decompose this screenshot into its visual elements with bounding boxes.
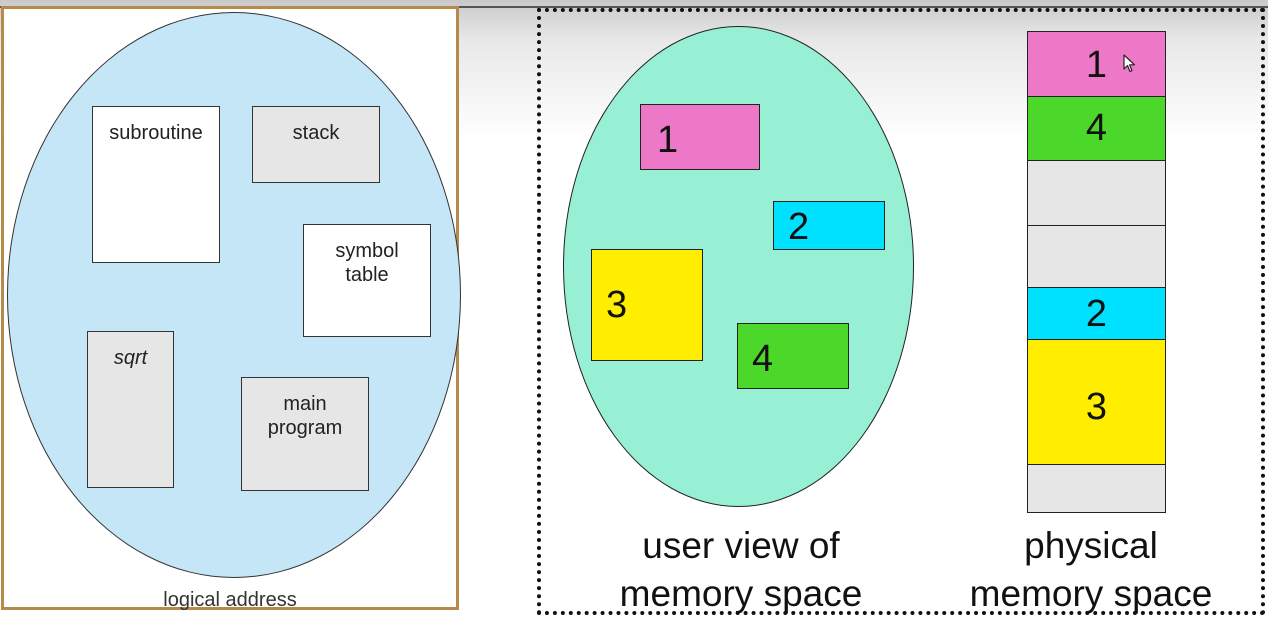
user-block-1: 1 [640, 104, 760, 170]
physical-slot-free [1027, 464, 1166, 513]
physical-slot-free [1027, 160, 1166, 226]
segment-main-program: main program [241, 377, 369, 491]
user-view-caption-line-1: user view of [642, 525, 840, 566]
user-block-1-label: 1 [657, 119, 679, 161]
segment-sqrt-label: sqrt [113, 347, 148, 369]
logical-address-panel: subroutine stack symbol table sqrt main … [1, 6, 461, 611]
segment-symbol-table-label-2: table [345, 264, 389, 286]
segment-symbol-table-label-1: symbol [335, 240, 399, 262]
physical-slot-free [1027, 225, 1166, 288]
physical-memory-caption-line-1: physical [1024, 525, 1158, 566]
segment-subroutine-label: subroutine [109, 122, 203, 144]
segment-stack: stack [252, 106, 380, 183]
user-view-caption-line-2: memory space [619, 573, 863, 615]
user-block-3: 3 [591, 249, 703, 361]
user-block-3-label: 3 [606, 284, 628, 326]
user-block-2-label: 2 [788, 206, 810, 248]
user-block-4: 4 [737, 323, 849, 389]
physical-memory-caption-line-2: memory space [969, 573, 1213, 615]
physical-slot-4: 4 [1027, 96, 1166, 161]
segment-symbol-table: symbol table [303, 224, 431, 337]
segment-main-program-label-1: main [283, 393, 327, 415]
segment-sqrt: sqrt [87, 331, 174, 488]
physical-memory-caption: physical memory space [946, 522, 1236, 618]
logical-address-caption: logical address [163, 589, 297, 611]
user-block-2: 2 [773, 201, 885, 250]
physical-slot-3: 3 [1027, 339, 1166, 465]
top-rule [0, 6, 1268, 8]
segment-stack-label: stack [292, 122, 340, 144]
mouse-pointer-icon [1123, 54, 1137, 79]
user-block-4-label: 4 [752, 338, 774, 380]
physical-slot-2: 2 [1027, 287, 1166, 340]
segment-subroutine: subroutine [92, 106, 220, 263]
memory-views-panel [537, 8, 1265, 615]
user-view-caption: user view of memory space [586, 522, 896, 618]
segment-main-program-label-2: program [267, 417, 343, 439]
physical-slot-1: 1 [1027, 31, 1166, 97]
